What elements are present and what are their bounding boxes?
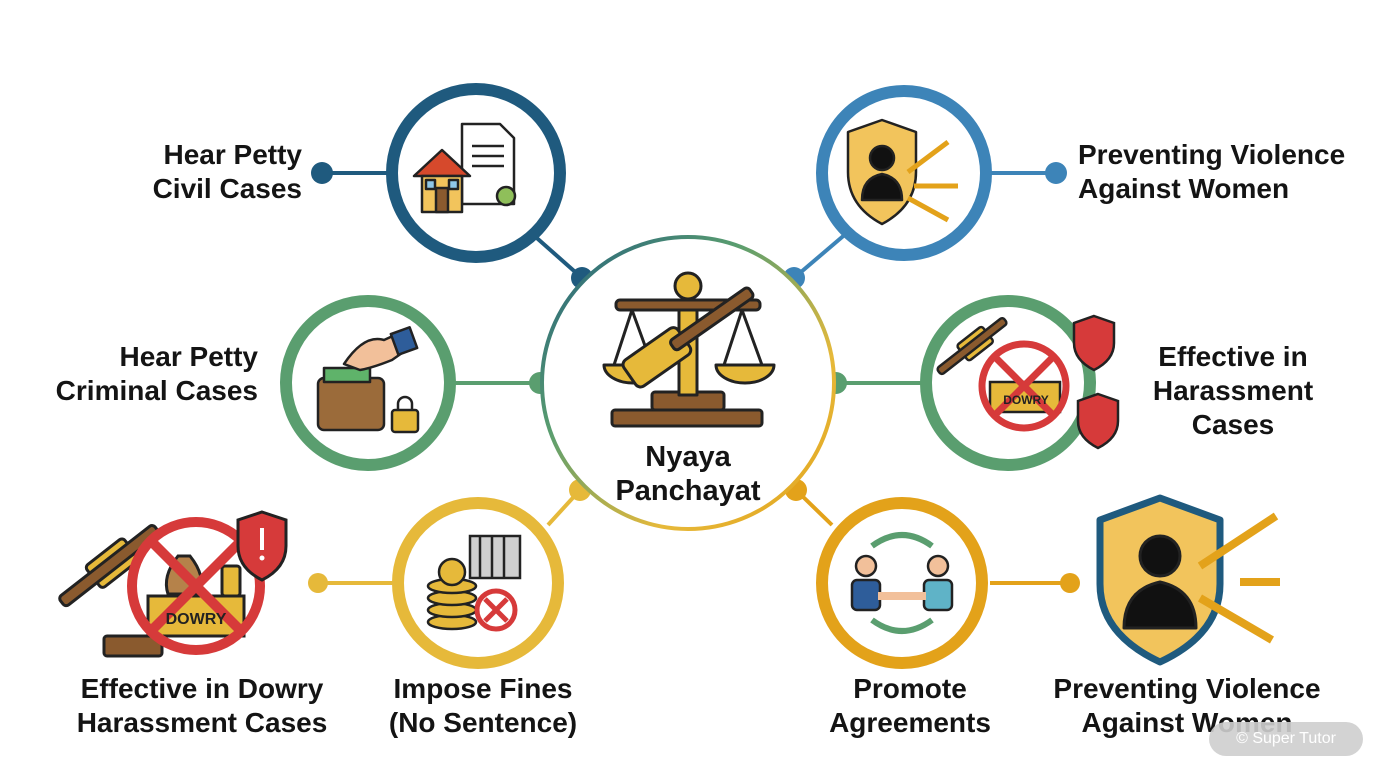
connector-civil-center <box>528 230 584 280</box>
node-harassment-cases: DOWRY <box>920 295 1120 471</box>
shield-woman-icon <box>846 118 958 226</box>
label-line: Against Women <box>1078 173 1290 204</box>
label-promote-agreements: Promote Agreements <box>812 672 1008 740</box>
node-violence-top <box>816 85 992 261</box>
label-dowry-harassment: Effective in Dowry Harassment Cases <box>66 672 338 740</box>
house-document-icon <box>412 122 517 214</box>
label-line: Impose Fines <box>393 673 573 704</box>
label-line: Agreements <box>829 707 991 738</box>
node-dowry-harassment <box>58 510 288 658</box>
node-civil-cases <box>386 83 566 263</box>
watermark: © Super Tutor <box>1209 722 1363 756</box>
label-line: Harassment <box>1152 375 1314 406</box>
dowry-box-label: DOWRY <box>166 611 227 628</box>
label-impose-fines: Impose Fines (No Sentence) <box>378 672 588 740</box>
label-line: Effective in Dowry <box>80 673 324 704</box>
label-violence-bottom: Preventing Violence Against Women <box>1044 672 1330 740</box>
dot-civil <box>311 162 333 184</box>
dot-dowry <box>308 573 328 593</box>
center-title-line2: Panchayat <box>615 475 761 507</box>
center-title: Nyaya Panchayat <box>574 440 802 508</box>
label-line: Civil Cases <box>152 173 302 204</box>
label-line: Preventing Violence <box>1053 673 1321 704</box>
prohibited-icon <box>127 517 265 655</box>
wallet-hand-lock-icon <box>316 325 420 434</box>
connectors <box>318 171 1070 585</box>
coins-jail-icon <box>426 534 522 632</box>
shield-woman-icon <box>1096 494 1224 666</box>
node-violence-bottom <box>1096 494 1280 666</box>
connector-violence-top-center <box>792 230 850 280</box>
node-impose-fines <box>392 497 564 669</box>
scales-gavel-icon <box>602 271 776 428</box>
label-harassment-cases: Effective in Harassment Cases <box>1140 340 1326 442</box>
label-line: Preventing Violence <box>1078 139 1346 170</box>
label-line: Hear Petty <box>119 341 258 372</box>
prohibited-icon <box>978 340 1070 432</box>
alert-shield-icon <box>1076 392 1120 450</box>
handshake-icon <box>850 532 954 634</box>
center-title-line1: Nyaya <box>645 441 731 473</box>
label-line: Promote <box>853 673 967 704</box>
node-promote-agreements <box>816 497 988 669</box>
label-civil-cases: Hear Petty Civil Cases <box>150 138 302 206</box>
label-line: Effective in <box>1158 341 1308 372</box>
dowry-box-label: DOWRY <box>1003 393 1049 407</box>
label-criminal-cases: Hear Petty Criminal Cases <box>48 340 258 408</box>
label-line: Cases <box>1191 409 1275 440</box>
label-line: Hear Petty <box>163 139 302 170</box>
dot-violence-top <box>1045 162 1067 184</box>
alert-shield-icon <box>1072 314 1116 372</box>
label-violence-top: Preventing Violence Against Women <box>1078 138 1368 206</box>
label-line: Criminal Cases <box>55 375 258 406</box>
label-line: Harassment Cases <box>76 707 328 738</box>
label-line: (No Sentence) <box>388 707 578 738</box>
dot-violence-bottom <box>1060 573 1080 593</box>
node-criminal-cases <box>280 295 456 471</box>
